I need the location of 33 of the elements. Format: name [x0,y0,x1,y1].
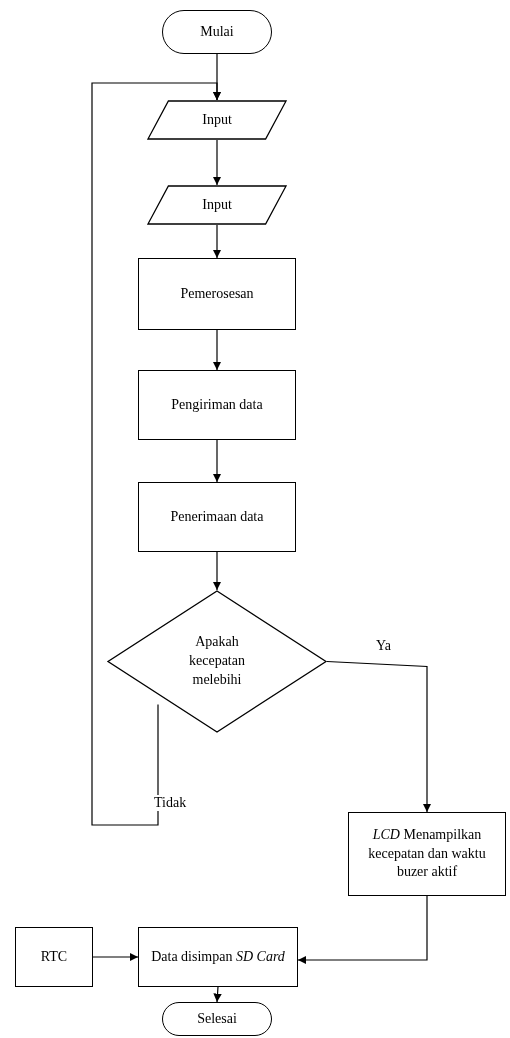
arrow [212,329,222,371]
node-text: Input [202,110,232,129]
process-box [15,927,93,987]
decision-diamond [107,590,327,733]
arrow [213,986,222,1003]
arrow [91,82,222,826]
end-terminator [162,1002,272,1036]
arrow [92,952,139,962]
arrow [212,224,222,259]
input-parallelogram [147,100,287,140]
node-text: Apakah kecepatan melebihi [188,633,246,689]
node-text: Pengiriman data [171,395,263,414]
arrow [326,660,432,813]
input-parallelogram [147,185,287,225]
process-box [138,370,296,440]
node-text: Pemerosesan [180,284,254,303]
process-box [138,258,296,330]
arrow [212,139,222,186]
process-box [138,927,298,987]
node-text: Penerimaan data [170,507,264,526]
node-text: Selesai [197,1009,237,1028]
arrow [212,551,222,591]
edge-label: Tidak [152,795,189,811]
node-text: LCD Menampilkan kecepatan dan waktu buzer aktif [367,825,487,882]
node-text: RTC [40,947,68,966]
start-terminator [162,10,272,54]
node-text: Input [202,195,232,214]
arrow [297,895,428,965]
node-text: Mulai [200,22,234,41]
process-box [138,482,296,552]
process-box [348,812,506,896]
node-text: Data disimpan SD Card [151,947,285,966]
arrow [212,439,222,483]
